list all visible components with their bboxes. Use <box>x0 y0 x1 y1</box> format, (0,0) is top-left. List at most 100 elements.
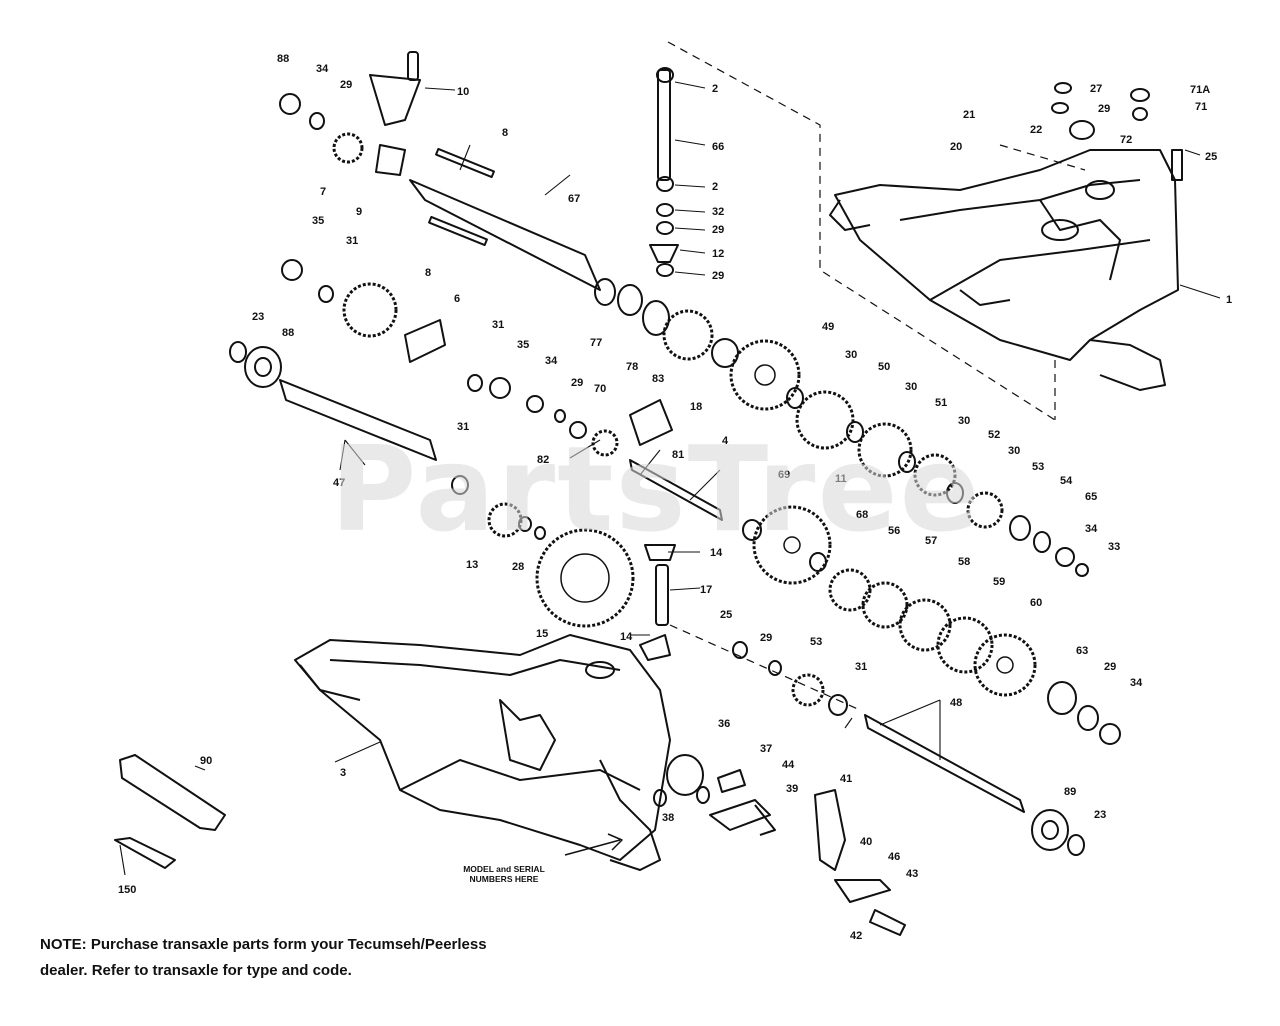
callout-label: 4 <box>722 435 729 447</box>
callout-label: 47 <box>333 477 345 489</box>
callout-label: 89 <box>1064 786 1076 798</box>
callout-label: 48 <box>950 697 962 709</box>
callout-label: 54 <box>1060 475 1073 487</box>
callout-label: 66 <box>712 141 724 153</box>
callout-label: 8 <box>502 127 508 139</box>
callout-label: 56 <box>888 525 900 537</box>
callout-label: 14 <box>710 547 723 559</box>
callout-label: 32 <box>712 206 724 218</box>
callout-label: 14 <box>620 631 633 643</box>
callout-label: 67 <box>568 193 580 205</box>
callout-label: 29 <box>712 224 724 236</box>
callout-label: 20 <box>950 141 962 153</box>
callout-label: 8 <box>425 267 431 279</box>
callout-label: 150 <box>118 884 136 896</box>
callout-label: 38 <box>662 812 674 824</box>
note-line: dealer. Refer to transaxle for type and … <box>40 962 352 979</box>
callout-label: 49 <box>822 321 834 333</box>
callout-label: 71A <box>1190 84 1210 96</box>
callout-label: 52 <box>988 429 1000 441</box>
callout-label: 37 <box>760 743 772 755</box>
callout-label: 82 <box>537 454 549 466</box>
callout-label: 9 <box>356 206 362 218</box>
callout-label: 71 <box>1195 101 1207 113</box>
callout-label: 53 <box>810 636 822 648</box>
callout-label: 34 <box>545 355 558 367</box>
callout-labels: 88 34 29 10 7 9 8 67 35 31 8 6 23 88 31 … <box>118 53 1232 942</box>
callout-label: 29 <box>760 632 772 644</box>
callout-label: 6 <box>454 293 460 305</box>
upper-housing <box>829 149 1179 391</box>
model-serial-line: MODEL and SERIAL <box>463 864 545 874</box>
gear-hubs <box>560 364 1014 674</box>
callout-label: 53 <box>1032 461 1044 473</box>
callout-label: 30 <box>958 415 970 427</box>
callout-label: 90 <box>200 755 212 767</box>
callout-label: 44 <box>782 759 795 771</box>
callout-label: 22 <box>1030 124 1042 136</box>
callout-label: 1 <box>1226 294 1232 306</box>
callout-label: 7 <box>320 186 326 198</box>
callout-label: 10 <box>457 86 469 98</box>
callout-label: 40 <box>860 836 872 848</box>
callout-label: 43 <box>906 868 918 880</box>
callout-label: 70 <box>594 383 606 395</box>
callout-label: 78 <box>626 361 638 373</box>
grease-tubes <box>114 754 226 869</box>
callout-label: 28 <box>512 561 524 573</box>
callout-label: 23 <box>252 311 264 323</box>
callout-label: 15 <box>536 628 548 640</box>
note-line: NOTE: Purchase transaxle parts form your… <box>40 936 487 953</box>
lower-housing <box>294 634 671 871</box>
serial-arrow <box>564 833 623 856</box>
callout-label: 31 <box>492 319 504 331</box>
callout-label: 59 <box>993 576 1005 588</box>
callout-label: 88 <box>282 327 294 339</box>
callout-label: 25 <box>1205 151 1217 163</box>
leader-lines <box>119 81 1221 876</box>
callout-label: 2 <box>712 181 718 193</box>
callout-label: 46 <box>888 851 900 863</box>
callout-label: 17 <box>700 584 712 596</box>
model-serial-line: NUMBERS HERE <box>469 874 539 884</box>
callout-label: 31 <box>457 421 469 433</box>
purchase-note: NOTE: Purchase transaxle parts form your… <box>40 932 600 984</box>
callout-label: 29 <box>571 377 583 389</box>
callout-label: 83 <box>652 373 664 385</box>
callout-label: 65 <box>1085 491 1097 503</box>
callout-label: 35 <box>312 215 324 227</box>
bevel-gears <box>375 144 679 661</box>
callout-label: 34 <box>316 63 329 75</box>
callout-label: 72 <box>1120 134 1132 146</box>
callout-label: 36 <box>718 718 730 730</box>
model-serial-label: MODEL and SERIAL NUMBERS HERE <box>440 864 568 884</box>
callout-label: 31 <box>346 235 358 247</box>
callout-label: 18 <box>690 401 702 413</box>
callout-label: 60 <box>1030 597 1042 609</box>
callout-label: 2 <box>712 83 718 95</box>
callout-label: 11 <box>835 473 847 485</box>
bearings-washers <box>229 67 1150 856</box>
callout-label: 29 <box>1104 661 1116 673</box>
callout-label: 29 <box>340 79 352 91</box>
callout-label: 13 <box>466 559 478 571</box>
callout-label: 33 <box>1108 541 1120 553</box>
callout-label: 51 <box>935 397 947 409</box>
callout-label: 12 <box>712 248 724 260</box>
callout-label: 42 <box>850 930 862 942</box>
callout-label: 30 <box>905 381 917 393</box>
callout-label: 77 <box>590 337 602 349</box>
callout-label: 35 <box>517 339 529 351</box>
callout-label: 88 <box>277 53 289 65</box>
shafts <box>279 51 1025 813</box>
assembly-guide-lines <box>667 41 1086 711</box>
callout-label: 68 <box>856 509 868 521</box>
callout-label: 29 <box>712 270 724 282</box>
callout-label: 23 <box>1094 809 1106 821</box>
callout-label: 69 <box>778 469 790 481</box>
callout-label: 63 <box>1076 645 1088 657</box>
callout-label: 29 <box>1098 103 1110 115</box>
callout-label: 3 <box>340 767 346 779</box>
callout-label: 81 <box>672 449 684 461</box>
